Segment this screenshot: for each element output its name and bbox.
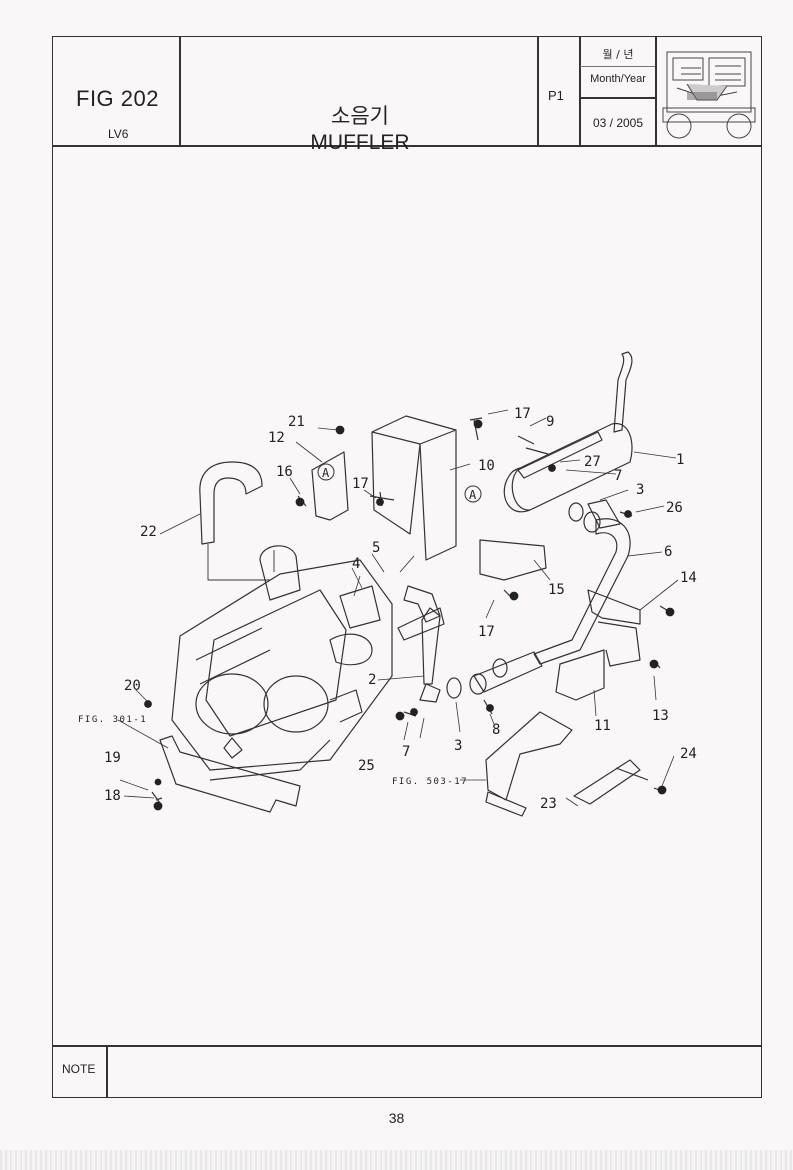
part-callout-4: 4 [352, 556, 360, 572]
part-callout-16: 16 [276, 464, 293, 480]
heat-shield-part [555, 649, 605, 701]
figure-reference: FIG. 301-1 [78, 715, 147, 725]
note-row-top-rule [52, 1045, 762, 1047]
pipe-part [421, 607, 441, 685]
title-korean: 소음기 [331, 104, 389, 128]
part-callout-17: 17 [514, 406, 531, 422]
frame-bracket-part [485, 711, 573, 801]
note-divider [106, 1045, 108, 1098]
intake-hose-part [199, 461, 263, 545]
month-year-label-korean: 월 / 년 [602, 48, 634, 61]
stay-part [573, 759, 641, 805]
part-callout-6: 6 [664, 544, 672, 560]
page-number: 38 [388, 1110, 405, 1126]
header-divider [579, 97, 656, 99]
part-callout-17: 17 [352, 476, 369, 492]
note-label: NOTE [62, 1062, 96, 1076]
machine-thumbnail-image [662, 51, 756, 139]
page-frame [52, 36, 762, 1098]
figure-number: FIG 202 [76, 86, 159, 111]
bracket-part [587, 589, 641, 625]
part-callout-23: 23 [540, 796, 557, 812]
part-callout-13: 13 [652, 708, 669, 724]
part-callout-7: 7 [614, 468, 622, 484]
part-callout-12: 12 [268, 430, 285, 446]
reference-marker: A [469, 488, 477, 502]
reference-marker: A [322, 466, 330, 480]
part-callout-3: 3 [636, 482, 644, 498]
part-callout-26: 26 [666, 500, 683, 516]
title-english: MUFFLER [310, 131, 410, 154]
part-callout-21: 21 [288, 414, 305, 430]
header-divider [537, 36, 539, 146]
tail-pipe-part [613, 351, 633, 433]
figure-reference: FIG. 503-17 [392, 777, 468, 787]
part-callout-5: 5 [372, 540, 380, 556]
part-callout-24: 24 [680, 746, 697, 762]
scan-artifact [0, 1150, 793, 1170]
part-callout-3: 3 [454, 738, 462, 754]
revision-date: 03 / 2005 [592, 116, 644, 130]
part-callout-17: 17 [478, 624, 495, 640]
part-callout-20: 20 [124, 678, 141, 694]
part-callout-27: 27 [584, 454, 601, 470]
header-bottom-rule [52, 145, 762, 147]
page-code: P1 [548, 88, 564, 103]
part-callout-18: 18 [104, 788, 121, 804]
header-divider [179, 36, 181, 146]
part-callout-22: 22 [140, 524, 157, 540]
part-callout-15: 15 [548, 582, 565, 598]
part-callout-1: 1 [676, 452, 684, 468]
part-callout-10: 10 [478, 458, 495, 474]
muffler-body-part [503, 422, 633, 513]
header-divider [655, 36, 657, 146]
title-box: 소음기 MUFFLER [180, 36, 538, 154]
cover-bracket-part [479, 539, 547, 581]
engine-frame-part [159, 735, 301, 813]
part-callout-25: 25 [358, 758, 375, 774]
model-code: LV6 [108, 127, 129, 141]
part-callout-2: 2 [368, 672, 376, 688]
part-callout-7: 7 [402, 744, 410, 760]
part-callout-19: 19 [104, 750, 121, 766]
part-callout-14: 14 [680, 570, 697, 586]
bracket-part [311, 451, 349, 521]
month-year-label-english: Month/Year [590, 73, 646, 85]
header-divider [580, 66, 655, 67]
part-callout-9: 9 [546, 414, 554, 430]
header-divider [579, 36, 581, 146]
heat-cover-part [371, 415, 457, 561]
part-callout-11: 11 [594, 718, 611, 734]
engine-part [171, 559, 393, 771]
part-callout-8: 8 [492, 722, 500, 738]
